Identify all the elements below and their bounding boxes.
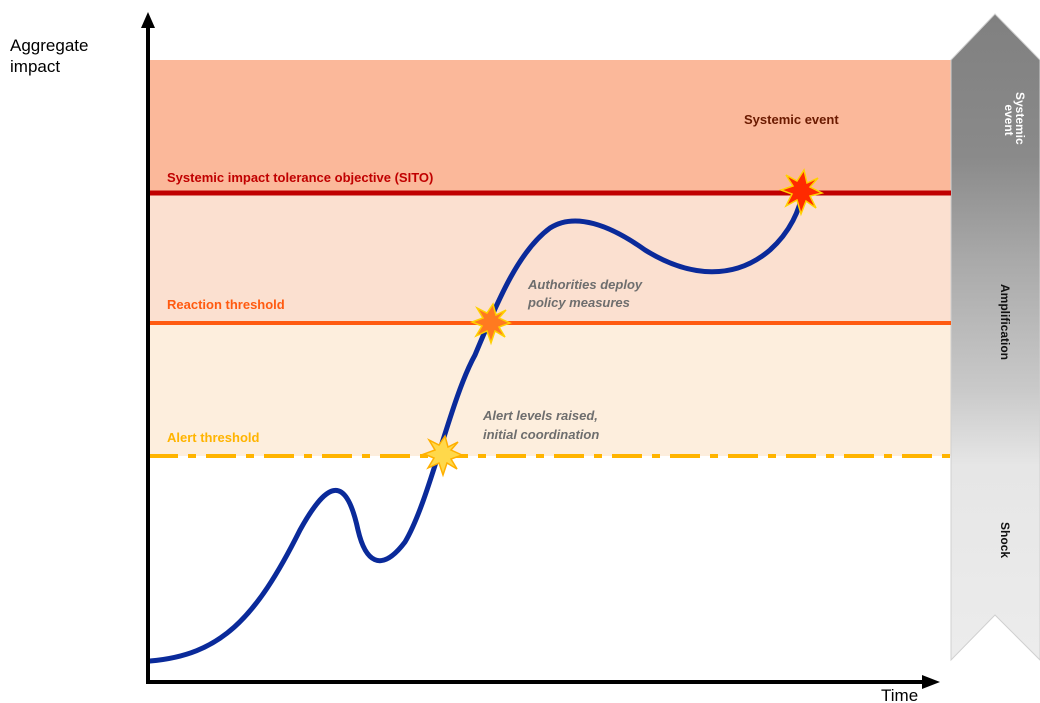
policy-annotation-line2: policy measures: [527, 295, 630, 310]
y-axis-label-line2: impact: [10, 57, 60, 76]
sito-label: Systemic impact tolerance objective (SIT…: [167, 170, 433, 185]
amplification-zone: [148, 193, 951, 323]
side-label-systemic-event: Systemic event: [1002, 92, 1027, 148]
alert-annotation-line2: initial coordination: [483, 427, 599, 442]
alert-burst-marker: [421, 434, 464, 478]
alert-threshold-label: Alert threshold: [167, 430, 260, 445]
x-axis-label: Time: [881, 686, 918, 703]
side-phase-arrow: [950, 13, 1040, 662]
reaction-threshold-label: Reaction threshold: [167, 297, 285, 312]
policy-measures-annotation: Authorities deploy policy measures: [527, 277, 646, 310]
side-label-shock: Shock: [998, 522, 1012, 558]
policy-annotation-line1: Authorities deploy: [527, 277, 643, 292]
sito-burst-marker: [778, 168, 825, 217]
systemic-event-label: Systemic event: [744, 112, 839, 127]
y-axis-label-line1: Aggregate: [10, 36, 88, 55]
side-label-systemic-line1: Systemic: [1013, 92, 1027, 145]
side-label-systemic-line2: event: [1002, 104, 1016, 135]
shock-zone: [148, 323, 951, 456]
x-axis-arrowhead: [922, 675, 940, 689]
systemic-event-zone: [148, 60, 951, 193]
side-label-amplification: Amplification: [998, 284, 1012, 360]
reaction-burst-marker: [469, 302, 512, 346]
alert-coordination-annotation: Alert levels raised, initial coordinatio…: [482, 408, 602, 442]
impact-curve: [147, 187, 806, 664]
alert-annotation-line1: Alert levels raised,: [482, 408, 598, 423]
y-axis-label: Aggregate impact: [10, 36, 93, 76]
y-axis-arrowhead: [141, 12, 155, 28]
